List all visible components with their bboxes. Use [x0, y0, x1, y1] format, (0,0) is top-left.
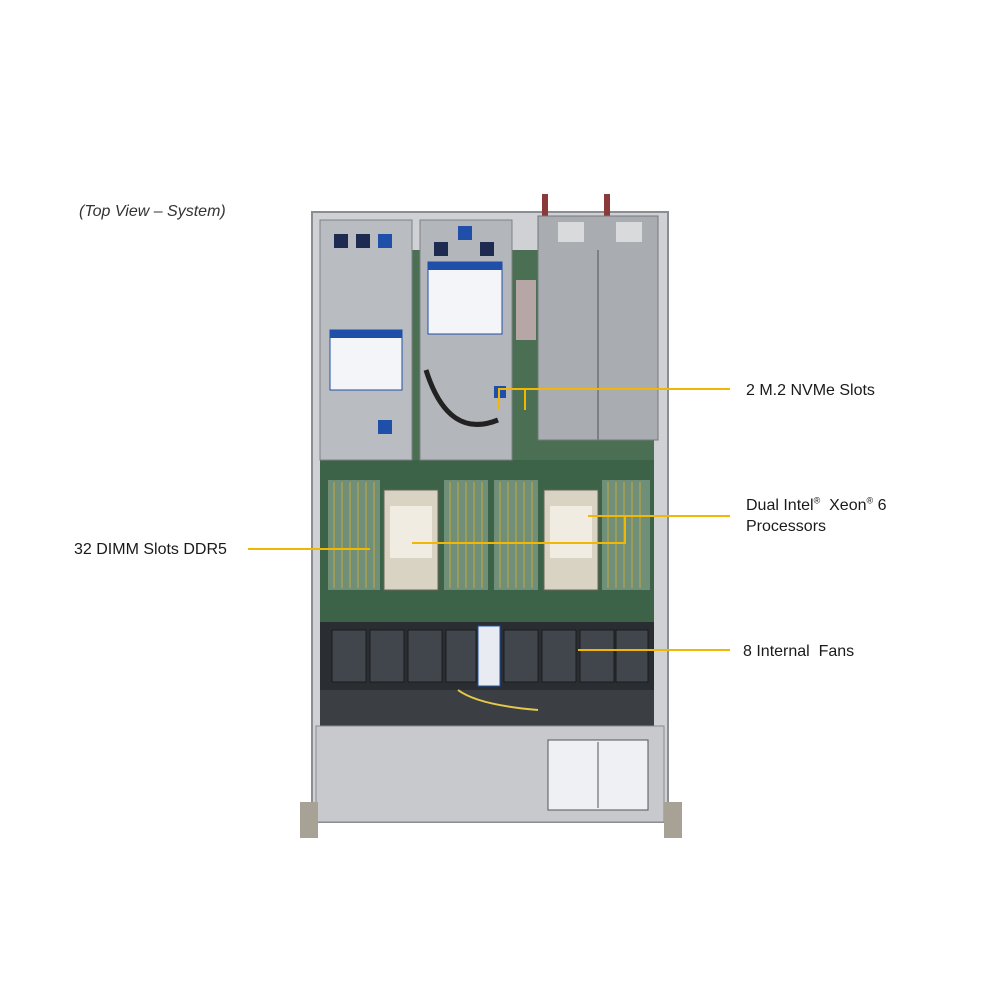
- cpu-leader-line-top: [588, 515, 730, 517]
- registered-mark-2: ®: [866, 495, 874, 506]
- cpu-leader-line: [412, 542, 626, 544]
- fans-leader-line: [578, 649, 730, 651]
- m2-slots-label: 2 M.2 NVMe Slots: [746, 382, 875, 399]
- cpu-leader-riser: [624, 515, 626, 544]
- cpu-label-line2: Processors: [746, 518, 827, 535]
- dimm-slots-label: 32 DIMM Slots DDR5: [74, 541, 227, 558]
- cpu-label: Dual Intel® Xeon® 6 Processors: [746, 495, 887, 537]
- m2-leader-drop-1: [498, 388, 500, 410]
- view-caption: (Top View – System): [79, 203, 226, 220]
- registered-mark-1: ®: [813, 495, 821, 506]
- m2-leader-drop-2: [524, 388, 526, 410]
- fans-label: 8 Internal Fans: [743, 643, 855, 660]
- cpu-label-intel: Dual Intel: [746, 497, 814, 514]
- server-top-view-image: [300, 194, 682, 838]
- cpu-label-xeon: Xeon: [829, 497, 867, 514]
- dimm-leader-line: [248, 548, 370, 550]
- cpu-label-gen: 6: [877, 497, 887, 514]
- m2-leader-line: [498, 388, 730, 390]
